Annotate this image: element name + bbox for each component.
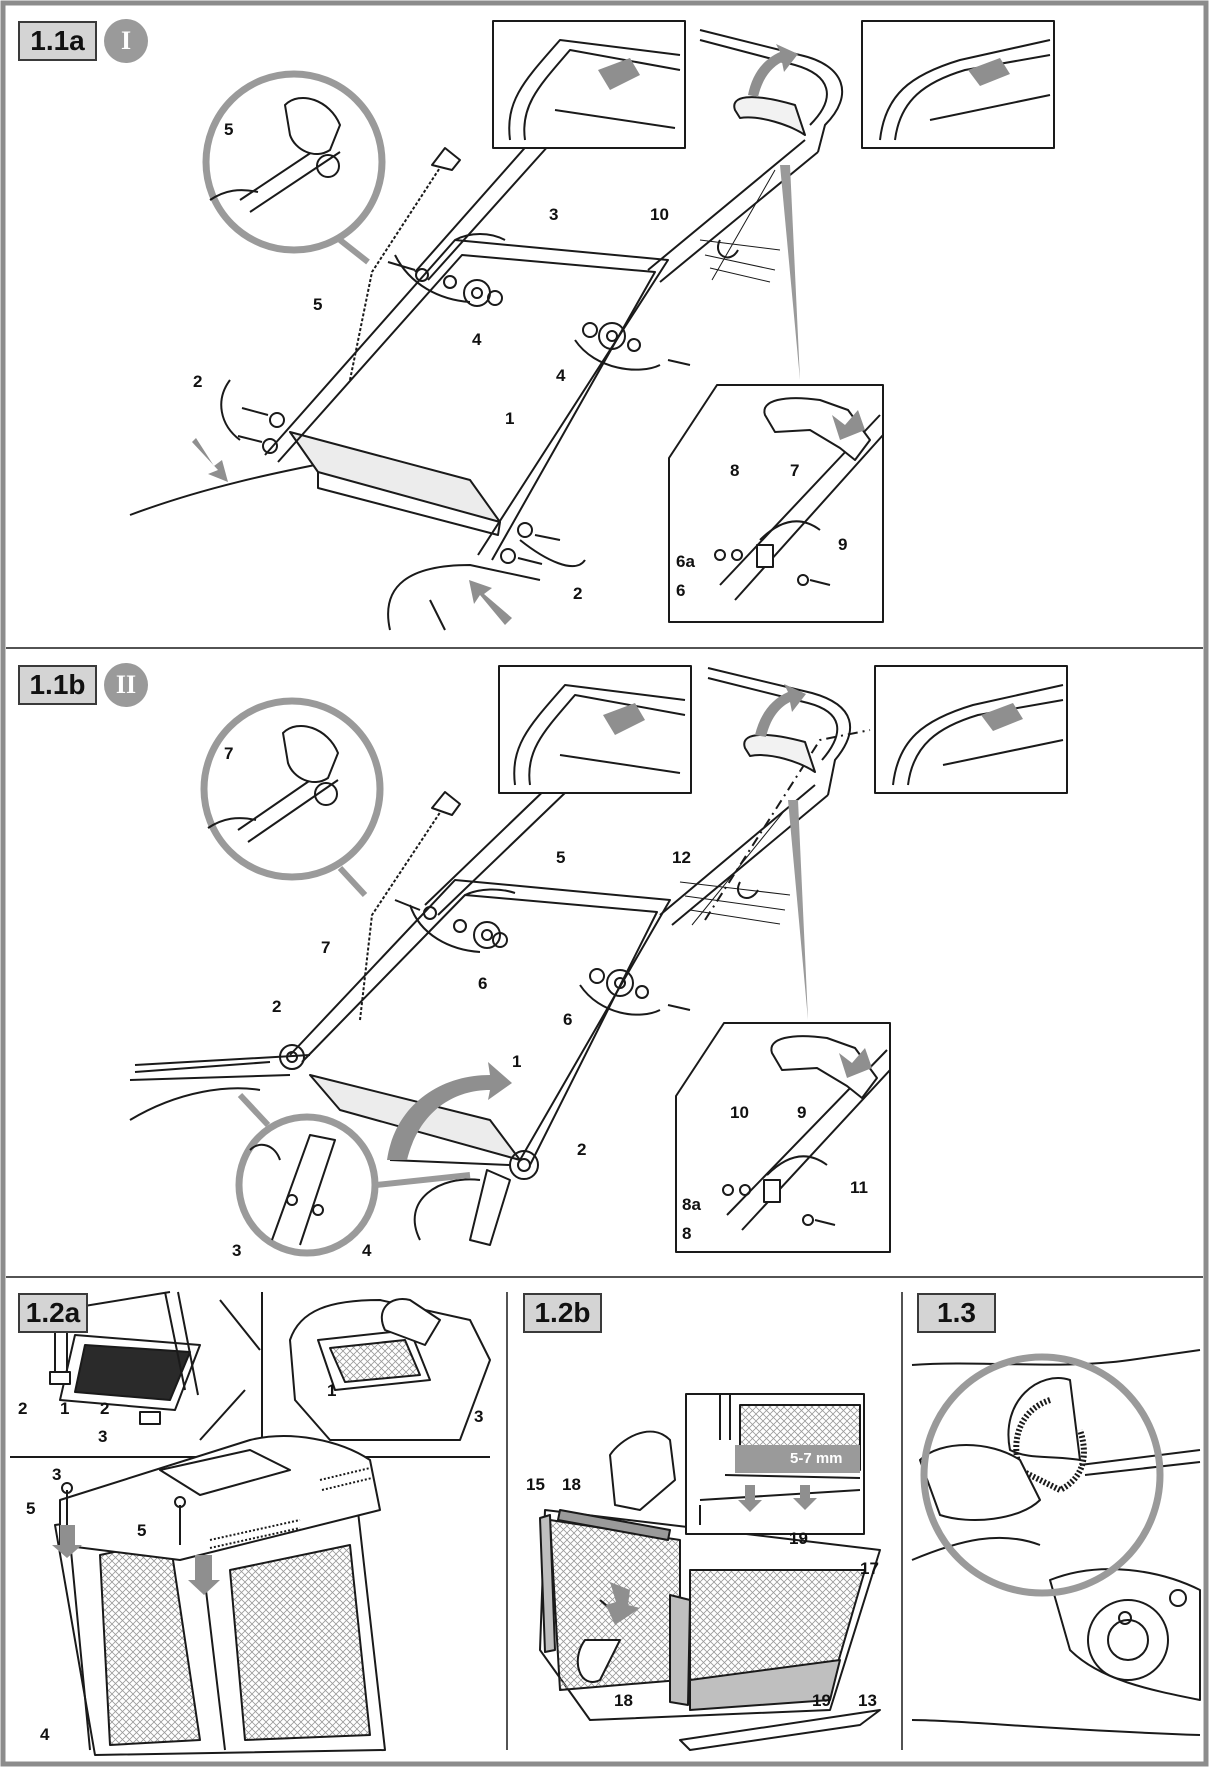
figure-label-1-1a: 1.1a <box>18 21 97 61</box>
callout-1-1a-2-left: 2 <box>193 372 203 391</box>
callout-1-1b-12: 12 <box>672 848 691 867</box>
callout-1-2a-3-left: 3 <box>98 1427 108 1446</box>
callout-1-1a-3: 3 <box>549 205 559 224</box>
callout-1-2b-15: 15 <box>526 1475 545 1494</box>
figure-label-1-1b: 1.1b <box>18 665 97 705</box>
callout-1-2a-1-left: 1 <box>60 1399 70 1418</box>
callout-1-1b-4: 4 <box>362 1241 372 1260</box>
callout-1-1a-10: 10 <box>650 205 669 224</box>
figure-1-1b-illustration <box>129 665 1068 1257</box>
callout-1-2b-19-inset: 19 <box>789 1529 808 1548</box>
callout-1-1b-2-right: 2 <box>577 1140 587 1159</box>
callout-1-1a-6: 6 <box>676 581 686 600</box>
callout-1-1a-4-right: 4 <box>556 366 566 385</box>
figure-label-1-3: 1.3 <box>917 1293 996 1333</box>
callout-1-2a-3-bag: 3 <box>52 1465 62 1484</box>
callout-1-1b-8: 8 <box>682 1224 692 1243</box>
callout-1-2b-17: 17 <box>860 1559 879 1578</box>
figure-1-2b-illustration <box>539 1393 881 1751</box>
callout-1-1a-8: 8 <box>730 461 740 480</box>
callout-1-1b-2-left: 2 <box>272 997 282 1016</box>
callout-1-1b-8a: 8a <box>682 1195 701 1214</box>
callout-1-1b-6-right: 6 <box>563 1010 573 1029</box>
callout-1-2a-3-right: 3 <box>474 1407 484 1426</box>
callout-1-2a-5-right: 5 <box>137 1521 147 1540</box>
callout-1-2b-13: 13 <box>858 1691 877 1710</box>
figure-1-1a-illustration <box>129 20 1055 631</box>
callout-1-1b-10: 10 <box>730 1103 749 1122</box>
callout-1-1b-3: 3 <box>232 1241 242 1260</box>
callout-1-1b-6-left: 6 <box>478 974 488 993</box>
gap-dimension-label: 5-7 mm <box>790 1450 843 1467</box>
figure-1-3-illustration <box>911 1349 1201 1736</box>
callout-1-1b-1: 1 <box>512 1052 522 1071</box>
callout-1-1a-2-right: 2 <box>573 584 583 603</box>
callout-1-1a-1: 1 <box>505 409 515 428</box>
callout-1-1b-5: 5 <box>556 848 566 867</box>
callout-1-1a-5-zoom: 5 <box>224 120 234 139</box>
callout-1-2b-18-top: 18 <box>562 1475 581 1494</box>
figure-1-2a-illustration <box>10 1291 491 1756</box>
callout-1-2b-19: 19 <box>812 1691 831 1710</box>
callout-1-2a-2-left: 2 <box>18 1399 28 1418</box>
callout-1-2a-1-right: 1 <box>327 1381 337 1400</box>
callout-1-1a-5: 5 <box>313 295 323 314</box>
callout-1-1a-6a: 6a <box>676 552 695 571</box>
figure-label-1-2b: 1.2b <box>523 1293 602 1333</box>
callout-1-2b-18-bottom: 18 <box>614 1691 633 1710</box>
callout-1-2a-5-left: 5 <box>26 1499 36 1518</box>
callout-1-1a-4-left: 4 <box>472 330 482 349</box>
callout-1-1a-7: 7 <box>790 461 800 480</box>
callout-1-1b-7-zoom: 7 <box>224 744 234 763</box>
callout-1-1b-9: 9 <box>797 1103 807 1122</box>
callout-1-2a-2-right: 2 <box>100 1399 110 1418</box>
callout-1-2a-4: 4 <box>40 1725 50 1744</box>
callout-1-1b-11: 11 <box>850 1178 868 1197</box>
step-badge-1-1a: I <box>104 19 148 63</box>
callout-1-1b-7: 7 <box>321 938 331 957</box>
step-badge-1-1b: II <box>104 663 148 707</box>
callout-1-1a-9: 9 <box>838 535 848 554</box>
figure-label-1-2a: 1.2a <box>18 1293 88 1333</box>
